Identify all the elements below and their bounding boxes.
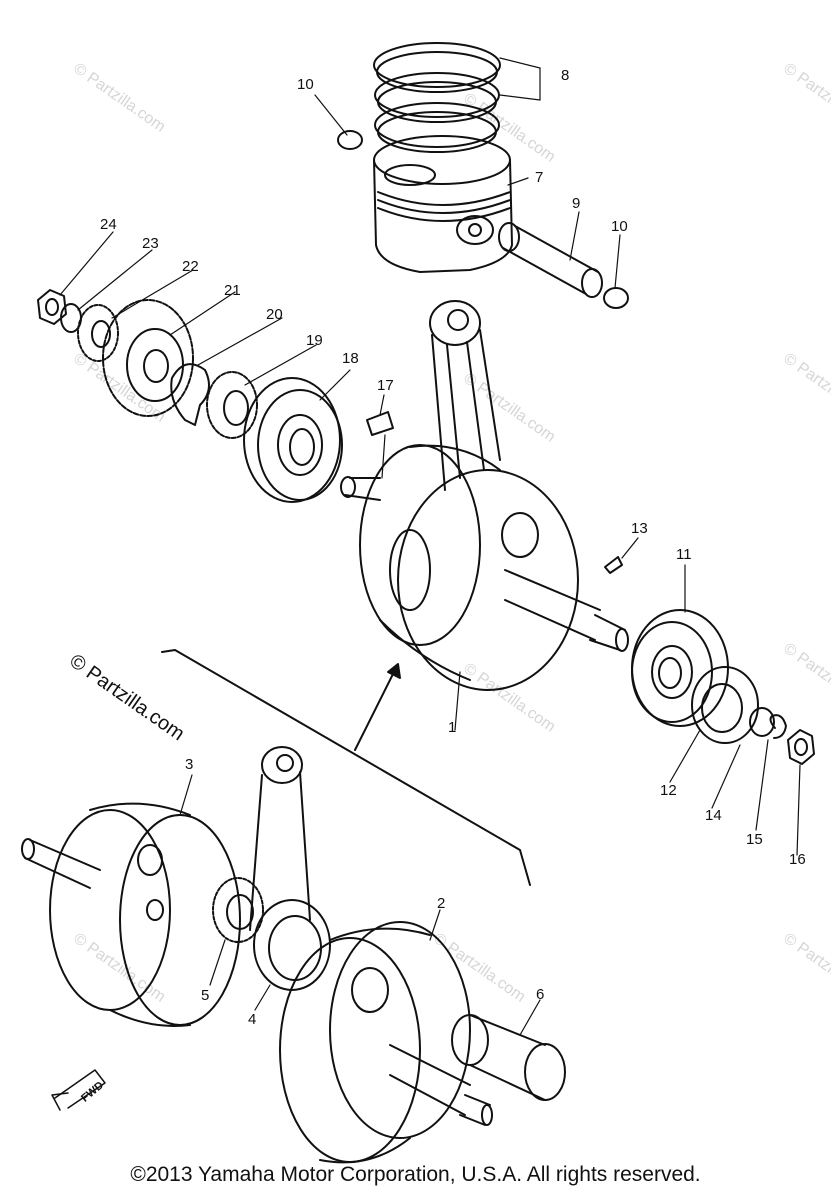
woodruff-key-17 — [366, 411, 394, 436]
callout-20: 20 — [266, 306, 283, 323]
nut-24 — [37, 289, 67, 325]
nut-16 — [787, 729, 815, 765]
bearing-11 — [631, 609, 729, 727]
callout-14: 14 — [705, 807, 722, 824]
bearing-18 — [243, 377, 343, 503]
assembly-bracket — [161, 649, 531, 886]
crankshaft-assembly — [340, 444, 629, 691]
assembly-arrow-shaft — [354, 669, 396, 751]
fwd-arrow — [51, 1069, 106, 1111]
needle-bearing-5 — [212, 877, 264, 943]
callout-3: 3 — [185, 756, 194, 773]
key-13 — [604, 556, 623, 574]
leader-lines — [59, 57, 801, 1036]
callout-23: 23 — [142, 235, 159, 252]
crank-half-2 — [279, 921, 493, 1164]
copyright-text: ©2013 Yamaha Motor Corporation, U.S.A. A… — [130, 1163, 701, 1186]
callout-15: 15 — [746, 831, 763, 848]
callout-19: 19 — [306, 332, 323, 349]
callout-16: 16 — [789, 851, 806, 868]
callout-21: 21 — [224, 282, 241, 299]
callout-18: 18 — [342, 350, 359, 367]
callout-12: 12 — [660, 782, 677, 799]
collar-14 — [749, 707, 775, 737]
connecting-rod-upper — [429, 300, 501, 491]
gear-19 — [206, 371, 258, 439]
gear-22 — [77, 304, 119, 362]
piston-pin — [498, 222, 603, 298]
gear-21 — [102, 299, 194, 417]
piston-rings — [373, 42, 501, 153]
callout-7: 7 — [535, 169, 544, 186]
lock-washer-15 — [769, 714, 787, 739]
oil-seal-12 — [691, 666, 759, 744]
callout-13: 13 — [631, 520, 648, 537]
circlip-right — [603, 287, 629, 309]
callout-22: 22 — [182, 258, 199, 275]
callout-9: 9 — [572, 195, 581, 212]
callout-1: 1 — [448, 719, 457, 736]
callout-2: 2 — [437, 895, 446, 912]
circlip-left — [337, 130, 363, 150]
plate-20 — [170, 363, 210, 426]
assembly-arrow-head — [387, 663, 401, 679]
crank-half-3 — [21, 802, 241, 1027]
connecting-rod-4 — [249, 746, 331, 991]
callout-11: 11 — [676, 546, 692, 563]
callout-10-right: 10 — [611, 218, 628, 235]
callout-10-left: 10 — [297, 76, 314, 93]
piston — [373, 135, 513, 273]
callout-5: 5 — [201, 987, 210, 1004]
callout-17: 17 — [377, 377, 394, 394]
callout-6: 6 — [536, 986, 545, 1003]
washer-23 — [60, 303, 82, 333]
callout-8: 8 — [561, 67, 570, 84]
crank-pin-6 — [451, 1014, 566, 1101]
callout-24: 24 — [100, 216, 117, 233]
callout-4: 4 — [248, 1011, 257, 1028]
